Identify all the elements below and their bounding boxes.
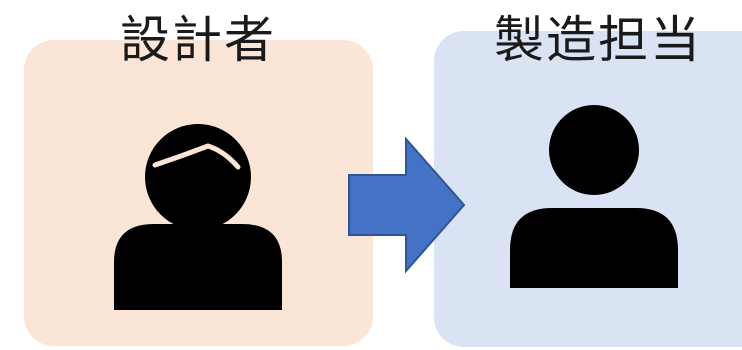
arrow-shape [348, 137, 466, 274]
right-arrow-icon [348, 137, 466, 274]
person-icon [510, 105, 678, 288]
person-with-hair-icon [114, 124, 282, 310]
manufacturer-label: 製造担当 [494, 11, 702, 69]
designer-label: 設計者 [120, 11, 276, 69]
